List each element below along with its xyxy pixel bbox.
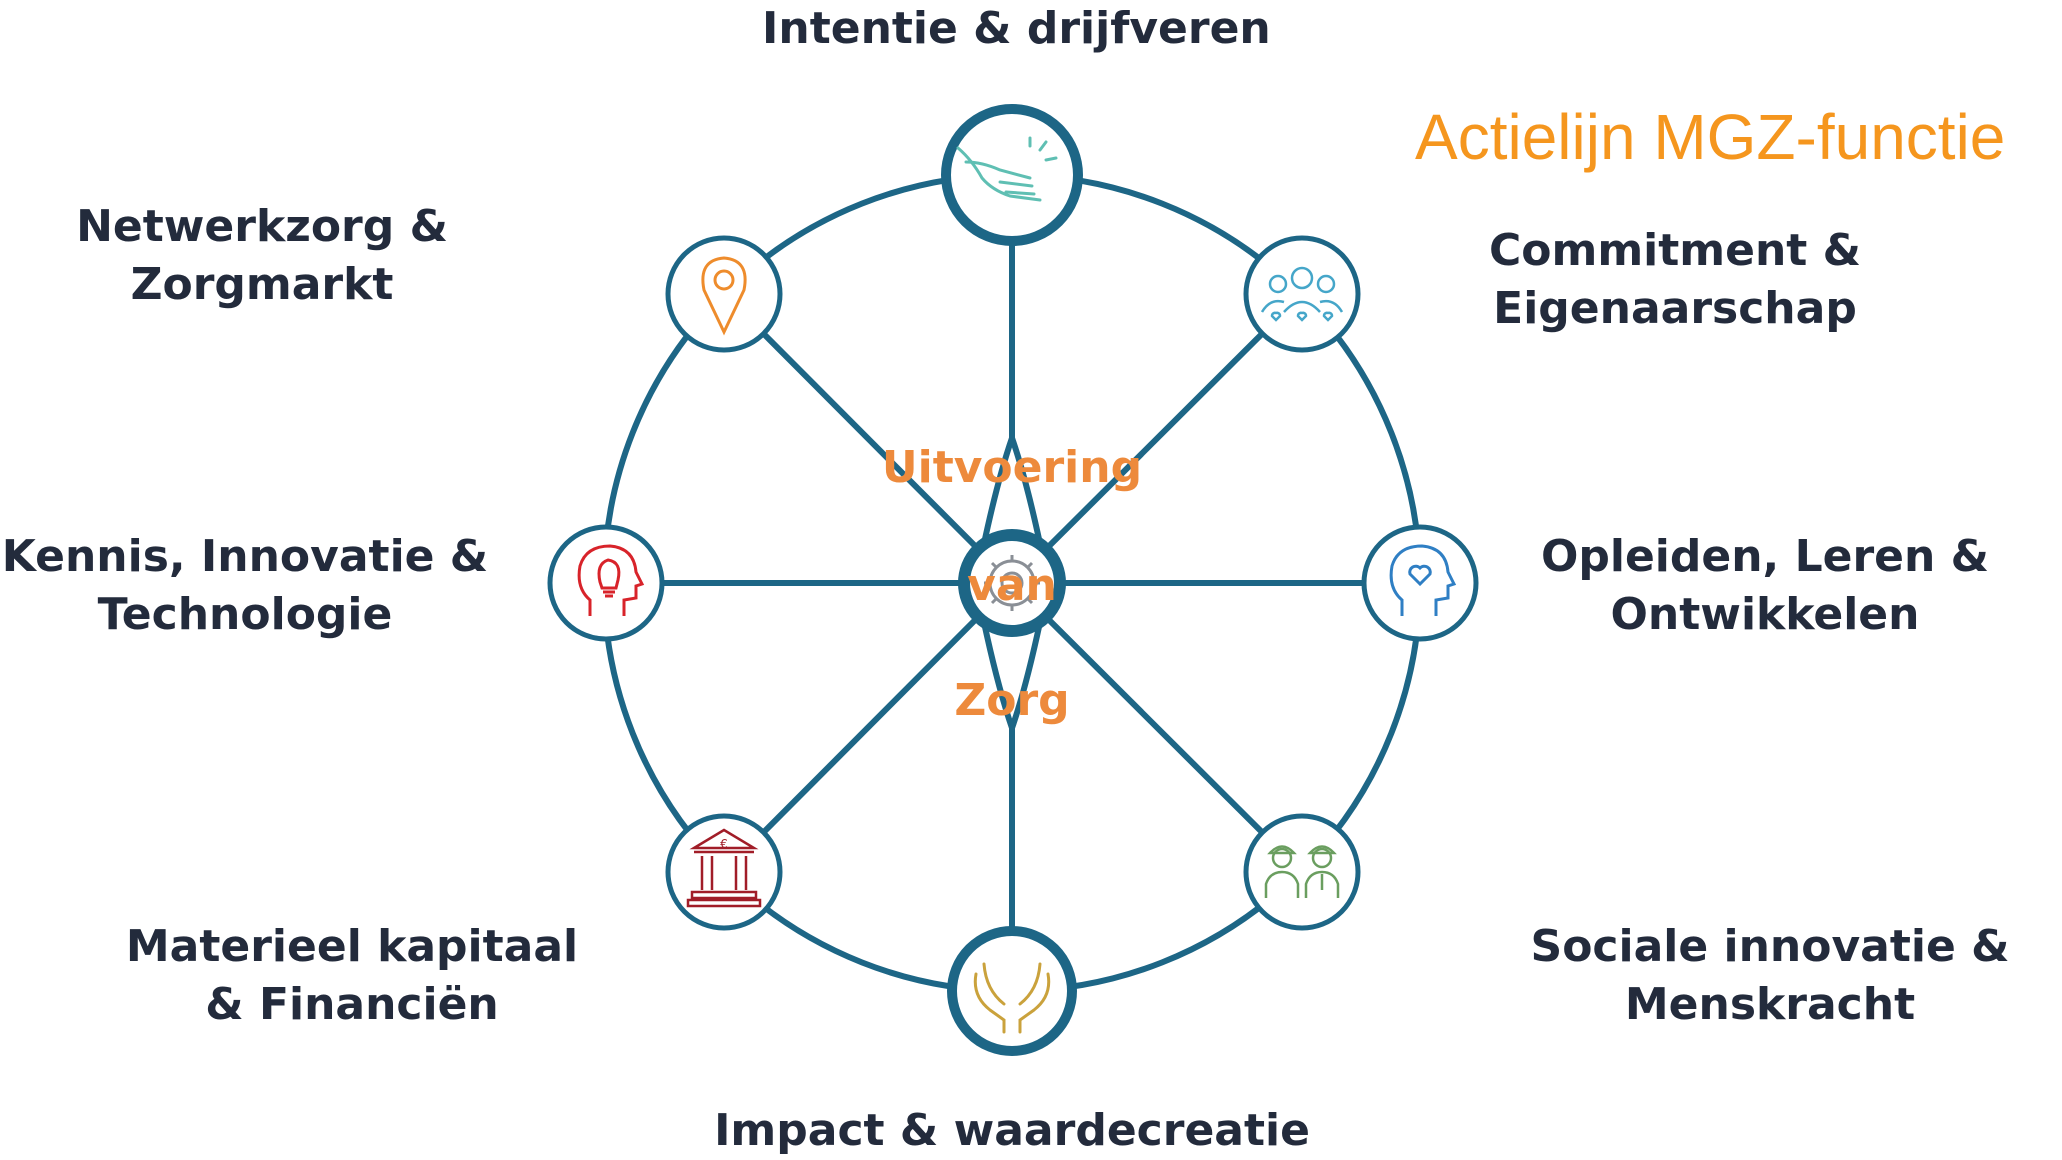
hub-word-van: van (967, 560, 1057, 611)
head-lightbulb-icon (577, 544, 645, 616)
hub (958, 529, 1066, 637)
label-sociale: Sociale innovatie & Menskracht (1530, 921, 2010, 1030)
people-hearts-icon (1260, 266, 1344, 322)
label-impact: Impact & waardecreatie (714, 1105, 1310, 1156)
workers-icon (1264, 845, 1340, 898)
spoke-materieel (721, 580, 1015, 875)
node-intentie[interactable] (941, 104, 1083, 246)
node-impact[interactable] (947, 926, 1077, 1056)
label-kennis: Kennis, Innovatie & Technologie (1, 531, 489, 640)
node-sociale[interactable] (1243, 813, 1361, 931)
reaching-hand-icon (956, 136, 1058, 202)
label-opleiden: Opleiden, Leren & Ontwikkelen (1540, 531, 1990, 640)
location-pin-icon (701, 256, 747, 336)
hub-word-zorg: Zorg (954, 675, 1070, 726)
label-materieel: Materieel kapitaal & Financiën (125, 921, 579, 1030)
node-netwerk[interactable] (665, 235, 783, 353)
hub-word-uitvoering: Uitvoering (881, 442, 1143, 493)
spoke-commitment (1009, 291, 1305, 586)
spoke-netwerk (721, 291, 1015, 586)
node-opleiden[interactable] (1361, 524, 1479, 642)
svg-text:€: € (720, 837, 728, 851)
bank-euro-icon: € (686, 828, 762, 908)
spoke-sociale (1009, 580, 1305, 875)
label-intentie: Intentie & drijfveren (762, 3, 1271, 54)
node-kennis[interactable] (547, 524, 665, 642)
gear-icon (984, 555, 1040, 611)
page-title: Actielijn MGZ-functie (1415, 101, 2006, 173)
node-materieel[interactable]: € (665, 813, 783, 931)
node-commitment[interactable] (1243, 235, 1361, 353)
head-heart-icon (1389, 544, 1457, 616)
label-netwerk: Netwerkzorg & Zorgmarkt (76, 201, 448, 310)
caring-hands-icon (973, 962, 1051, 1034)
label-commitment: Commitment & Eigenaarschap (1488, 225, 1862, 334)
